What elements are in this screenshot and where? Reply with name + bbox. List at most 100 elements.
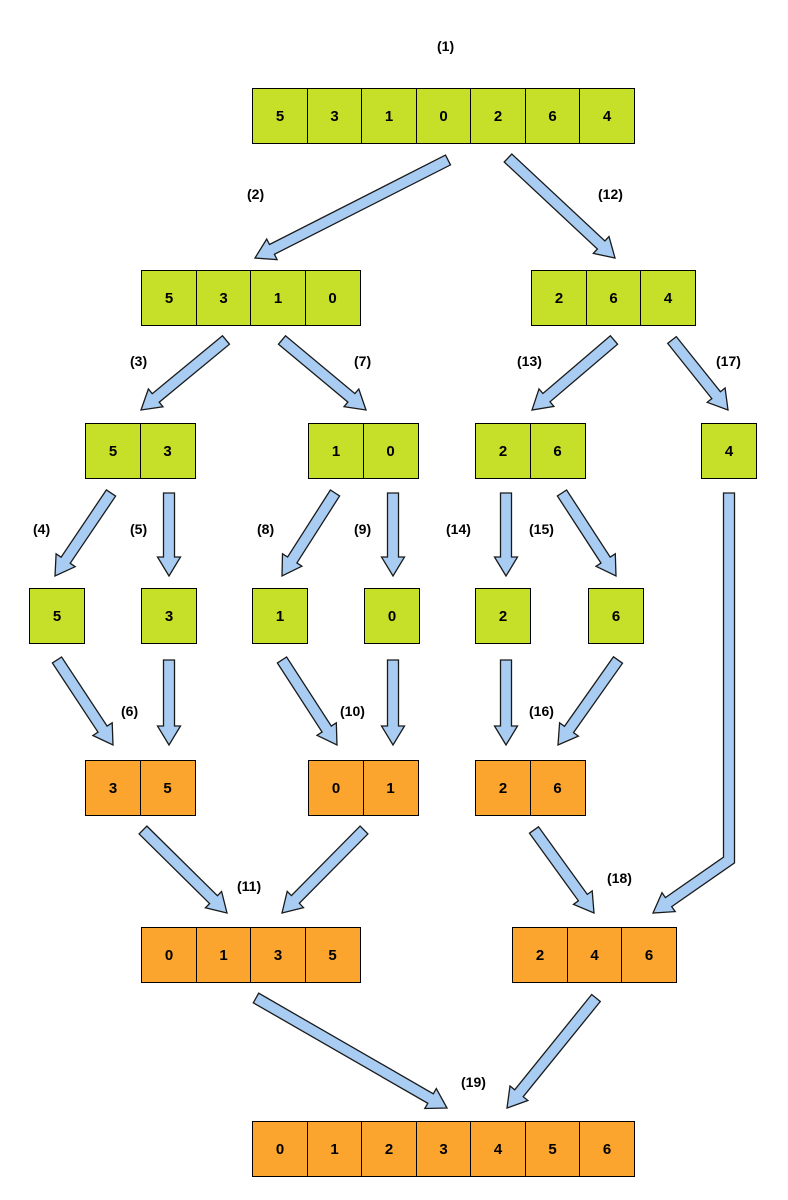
array-cell: 3 bbox=[139, 423, 196, 479]
array-cell: 3 bbox=[250, 927, 306, 983]
step-label: (9) bbox=[354, 521, 372, 537]
step-label: (4) bbox=[33, 521, 51, 537]
step-label: (11) bbox=[237, 878, 262, 894]
step-label: (10) bbox=[340, 703, 365, 719]
array-cell: 1 bbox=[362, 760, 419, 816]
flow-arrow bbox=[252, 992, 449, 1110]
array-cell: 6 bbox=[524, 88, 581, 144]
flow-arrow bbox=[531, 334, 619, 411]
array-cell: 3 bbox=[195, 270, 252, 326]
step-label: (8) bbox=[257, 521, 275, 537]
array-cell: 1 bbox=[361, 88, 417, 144]
flow-arrow bbox=[54, 488, 117, 578]
array-cell: 4 bbox=[579, 88, 635, 144]
array-cell: 5 bbox=[524, 1121, 581, 1177]
array-cell: 5 bbox=[304, 927, 361, 983]
array-cell: 3 bbox=[306, 88, 363, 144]
split-array-a10: 1 bbox=[252, 588, 308, 644]
array-cell: 0 bbox=[141, 927, 197, 983]
array-cell: 2 bbox=[475, 588, 531, 644]
split-array-a13: 6 bbox=[588, 588, 644, 644]
array-cell: 3 bbox=[85, 760, 141, 816]
step-label: (14) bbox=[446, 521, 471, 537]
step-label: (5) bbox=[130, 521, 148, 537]
step-label: (6) bbox=[121, 703, 139, 719]
array-cell: 1 bbox=[195, 927, 252, 983]
flow-arrow bbox=[493, 492, 519, 578]
flow-arrow bbox=[277, 334, 367, 411]
step-label: (12) bbox=[598, 186, 623, 202]
flow-arrow bbox=[138, 825, 228, 914]
array-cell: 3 bbox=[415, 1121, 472, 1177]
step-label: (15) bbox=[529, 521, 554, 537]
array-cell: 2 bbox=[470, 88, 526, 144]
step-label: (7) bbox=[354, 353, 372, 369]
array-cell: 5 bbox=[29, 588, 85, 644]
flow-arrow bbox=[281, 825, 369, 914]
array-cell: 6 bbox=[529, 423, 586, 479]
array-cell: 6 bbox=[529, 760, 586, 816]
flow-arrow bbox=[651, 492, 736, 914]
step-label: (2) bbox=[247, 186, 265, 202]
split-array-a12: 2 bbox=[475, 588, 531, 644]
array-cell: 1 bbox=[308, 423, 364, 479]
array-cell: 2 bbox=[512, 927, 568, 983]
step-label: (13) bbox=[517, 353, 542, 369]
flow-arrow bbox=[380, 659, 406, 747]
split-array-a7: 4 bbox=[701, 423, 757, 479]
flow-arrow bbox=[493, 659, 519, 747]
array-cell: 0 bbox=[308, 760, 364, 816]
array-cell: 2 bbox=[475, 760, 531, 816]
array-cell: 2 bbox=[531, 270, 587, 326]
step-label: (18) bbox=[607, 870, 632, 886]
flow-arrow bbox=[506, 993, 602, 1109]
array-cell: 1 bbox=[252, 588, 308, 644]
array-cell: 6 bbox=[621, 927, 677, 983]
array-cell: 1 bbox=[306, 1121, 363, 1177]
array-cell: 0 bbox=[252, 1121, 308, 1177]
flow-arrow bbox=[556, 489, 617, 578]
flow-arrow bbox=[503, 153, 616, 259]
split-array-a8: 5 bbox=[29, 588, 85, 644]
array-cell: 6 bbox=[579, 1121, 635, 1177]
array-cell: 5 bbox=[85, 423, 141, 479]
array-cell: 5 bbox=[139, 760, 196, 816]
step-label: (17) bbox=[716, 353, 741, 369]
step-label: (16) bbox=[529, 703, 554, 719]
array-cell: 4 bbox=[470, 1121, 526, 1177]
step-label: (1) bbox=[437, 38, 455, 54]
array-cell: 6 bbox=[585, 270, 642, 326]
array-cell: 5 bbox=[141, 270, 197, 326]
flow-arrow bbox=[156, 659, 182, 747]
flow-arrow bbox=[253, 154, 452, 261]
split-array-a11: 0 bbox=[364, 588, 420, 644]
array-cell: 4 bbox=[701, 423, 757, 479]
array-cell: 2 bbox=[361, 1121, 417, 1177]
flow-arrow bbox=[666, 335, 729, 411]
array-cell: 6 bbox=[588, 588, 644, 644]
step-label: (19) bbox=[461, 1074, 486, 1090]
flow-arrow bbox=[557, 655, 624, 747]
flow-arrow bbox=[281, 489, 341, 578]
split-array-a9: 3 bbox=[141, 588, 197, 644]
array-cell: 2 bbox=[475, 423, 531, 479]
flow-arrow bbox=[156, 492, 182, 578]
array-cell: 1 bbox=[250, 270, 306, 326]
step-label: (3) bbox=[130, 353, 148, 369]
array-cell: 4 bbox=[640, 270, 696, 326]
flow-arrow bbox=[140, 334, 231, 411]
flow-arrow bbox=[380, 492, 406, 578]
